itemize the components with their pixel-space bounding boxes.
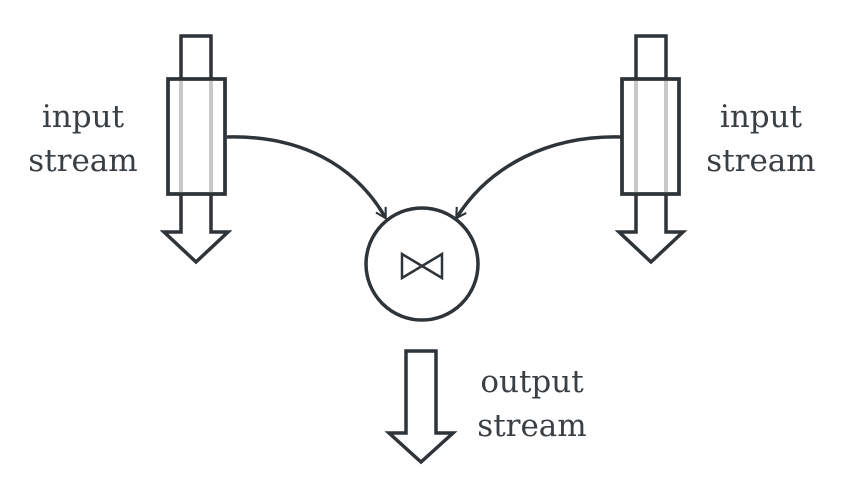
right-input-label-line2: stream — [706, 143, 815, 179]
output-stream-arrow — [384, 349, 458, 465]
left-input-stream — [159, 34, 233, 265]
left-flow-arrow — [226, 135, 387, 221]
output-label-line2: stream — [477, 408, 586, 444]
left-stream-window — [166, 77, 227, 196]
right-input-label-line1: input — [720, 99, 803, 135]
join-operator — [364, 206, 480, 322]
join-operator-circle — [364, 206, 480, 322]
output-label-line1: output — [480, 364, 584, 400]
right-stream-window — [620, 77, 681, 196]
join-bowtie-icon — [400, 251, 444, 281]
left-input-label-line2: stream — [28, 143, 137, 179]
right-flow-arrow — [455, 135, 623, 220]
left-input-label-line1: input — [42, 99, 125, 135]
right-input-stream — [614, 34, 688, 265]
